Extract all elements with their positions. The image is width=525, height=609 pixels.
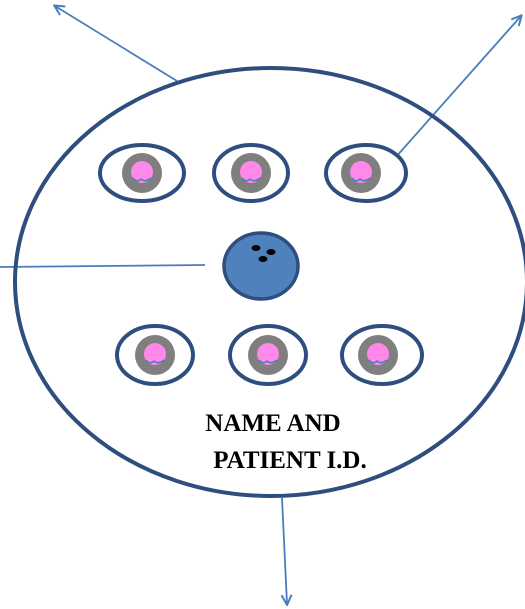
arrow-up-left	[55, 6, 178, 82]
arrow-left	[0, 264, 206, 268]
wells-top-row	[98, 143, 408, 203]
arrow-up-right	[394, 16, 521, 159]
arrow-down	[282, 497, 287, 604]
center-marker	[222, 231, 300, 301]
well	[212, 143, 290, 203]
well	[340, 324, 424, 386]
label-line-2: PATIENT I.D.	[213, 447, 367, 474]
well	[228, 324, 308, 386]
marker-dot	[251, 245, 261, 251]
well	[324, 143, 408, 203]
patient-label: NAME AND PATIENT I.D.	[205, 410, 366, 474]
wells-bottom-row	[115, 324, 424, 386]
well	[115, 324, 195, 386]
well	[98, 143, 186, 203]
marker-dot	[266, 249, 276, 255]
dish-outline	[13, 66, 525, 498]
marker-dot	[258, 256, 268, 262]
label-line-1: NAME AND	[205, 410, 340, 437]
arrows	[0, 6, 521, 604]
